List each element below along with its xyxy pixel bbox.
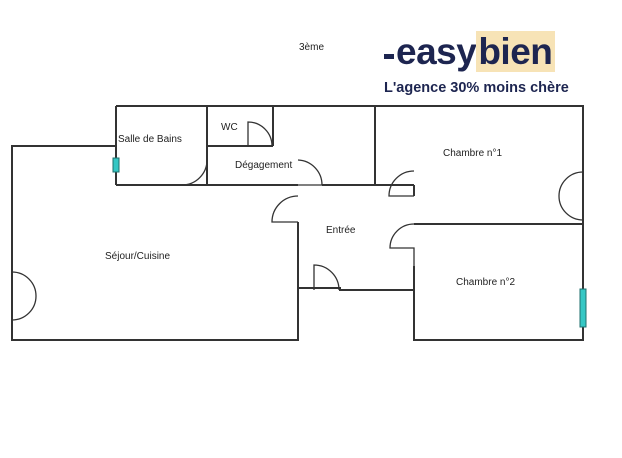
label-chambre-1: Chambre n°1	[443, 148, 502, 159]
logo-name-highlight: bien	[476, 31, 556, 72]
label-wc: WC	[221, 122, 238, 133]
logo-name-prefix: easy	[396, 31, 477, 72]
label-degagement: Dégagement	[235, 160, 292, 171]
radiator-bedroom2	[579, 288, 587, 328]
logo-tagline: L'agence 30% moins chère	[384, 80, 569, 96]
easybien-logo: easybien L'agence 30% moins chère	[384, 30, 574, 104]
window-living	[11, 271, 37, 321]
label-entree: Entrée	[326, 225, 356, 236]
door-bedroom2	[389, 223, 415, 266]
label-salle-de-bains: Salle de Bains	[118, 134, 182, 145]
floor-label: 3ème	[299, 42, 324, 53]
logo-wordmark: easybien	[384, 30, 556, 74]
label-chambre-2: Chambre n°2	[456, 277, 515, 288]
door-wc	[247, 121, 273, 147]
window-bedroom1	[558, 171, 584, 221]
door-living	[271, 195, 299, 223]
door-bedroom1	[388, 170, 415, 197]
door-front	[313, 264, 340, 291]
label-sejour-cuisine: Séjour/Cuisine	[105, 251, 170, 262]
radiator-bathroom	[112, 157, 120, 173]
logo-dash-icon	[384, 53, 394, 59]
door-corridor	[297, 159, 323, 186]
exterior-wall	[11, 105, 584, 341]
door-bathroom	[181, 159, 208, 186]
